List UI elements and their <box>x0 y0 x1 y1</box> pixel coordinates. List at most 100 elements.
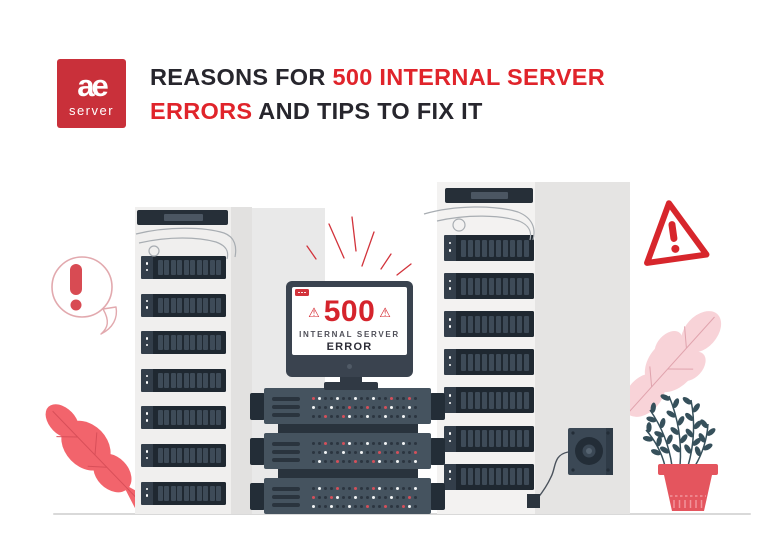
unit-led <box>448 394 452 397</box>
rack-led <box>342 406 346 410</box>
rack-led <box>372 406 376 410</box>
unit-slat <box>183 297 189 313</box>
rack-led <box>330 415 334 419</box>
unit-slat <box>510 353 515 371</box>
unit-led-panel <box>444 349 456 376</box>
unit-slat <box>183 448 189 463</box>
unit-led-panel <box>141 256 153 279</box>
window-dot-icon <box>304 291 306 294</box>
unit-slat <box>482 239 487 257</box>
unit-slat <box>177 335 183 351</box>
server-tower <box>135 207 252 514</box>
unit-slat <box>158 410 163 426</box>
rack-led <box>396 442 400 446</box>
plant-leaf <box>692 403 700 413</box>
unit-slat <box>177 410 183 426</box>
plant-leaf <box>646 422 652 433</box>
rack-led <box>336 451 340 455</box>
unit-slat <box>503 353 508 371</box>
unit-slat <box>164 260 170 275</box>
unit-slat <box>164 410 170 426</box>
server-unit <box>444 311 534 338</box>
rack-led <box>312 505 316 509</box>
unit-slat <box>503 239 508 257</box>
unit-slat <box>183 335 189 351</box>
plant-leaf <box>706 428 716 436</box>
rack-led <box>360 460 364 464</box>
rack-vent <box>272 503 300 507</box>
rack-led <box>366 496 370 500</box>
unit-led-panel <box>444 425 456 452</box>
browser-bar <box>295 289 309 296</box>
rack-led <box>348 406 352 410</box>
unit-slat <box>164 335 170 351</box>
unit-slat <box>517 277 522 295</box>
potted-plant <box>642 394 716 467</box>
server-unit <box>141 368 226 392</box>
rack-led <box>366 460 370 464</box>
rack-led <box>336 505 340 509</box>
rack-tab <box>250 483 265 510</box>
plant-leaf <box>650 449 661 456</box>
rack-led <box>360 487 364 491</box>
rack-vent <box>272 413 300 417</box>
server-unit <box>141 406 226 430</box>
unit-slat <box>475 315 480 333</box>
unit-slat <box>524 277 529 295</box>
unit-slat <box>482 353 487 371</box>
unit-led <box>145 343 149 347</box>
rack-led <box>354 505 358 509</box>
unit-slat <box>209 335 215 351</box>
rack-led <box>414 406 418 410</box>
rack-vent <box>272 450 300 454</box>
unit-slat <box>489 468 494 486</box>
rack-led <box>390 451 394 455</box>
unit-slat <box>475 239 480 257</box>
unit-slat <box>475 468 480 486</box>
rack-led <box>354 496 358 500</box>
window-dot-icon <box>298 291 300 294</box>
rack-led <box>342 487 346 491</box>
tower-header <box>445 188 533 203</box>
unit-led <box>448 317 452 321</box>
plant-leaf <box>694 446 701 457</box>
rack-led <box>372 496 376 500</box>
unit-led <box>448 401 452 405</box>
unit-slat <box>517 239 522 257</box>
unit-slat <box>190 448 196 463</box>
unit-led <box>145 268 149 272</box>
unit-slat <box>503 315 508 333</box>
unit-led <box>448 439 452 443</box>
unit-led <box>145 337 149 340</box>
rack-led <box>402 397 406 401</box>
rack-led <box>414 505 418 509</box>
unit-slat <box>489 430 494 447</box>
unit-slat <box>177 448 183 463</box>
monitor-base <box>324 382 378 390</box>
rack-tab <box>430 393 445 420</box>
rack-led <box>378 442 382 446</box>
rack-led <box>336 415 340 419</box>
unit-slat <box>196 297 202 313</box>
unit-led <box>145 449 149 453</box>
unit-slat <box>170 260 176 275</box>
unit-slat <box>216 297 221 313</box>
unit-slat <box>209 448 215 463</box>
unit-slat <box>177 297 183 313</box>
rack-led <box>336 406 340 410</box>
plant-leaf <box>692 437 702 446</box>
unit-slat <box>170 372 176 388</box>
rack-led <box>384 460 388 464</box>
plant-leaf <box>700 419 708 429</box>
rack-led <box>384 442 388 446</box>
unit-slat <box>496 430 501 447</box>
rack-led <box>384 406 388 410</box>
rack-led <box>336 442 340 446</box>
rack-led <box>354 451 358 455</box>
rack-led <box>318 460 322 464</box>
rack-led <box>324 406 328 410</box>
unit-slat <box>203 260 209 275</box>
rack-led <box>312 451 316 455</box>
rack-led <box>354 460 358 464</box>
